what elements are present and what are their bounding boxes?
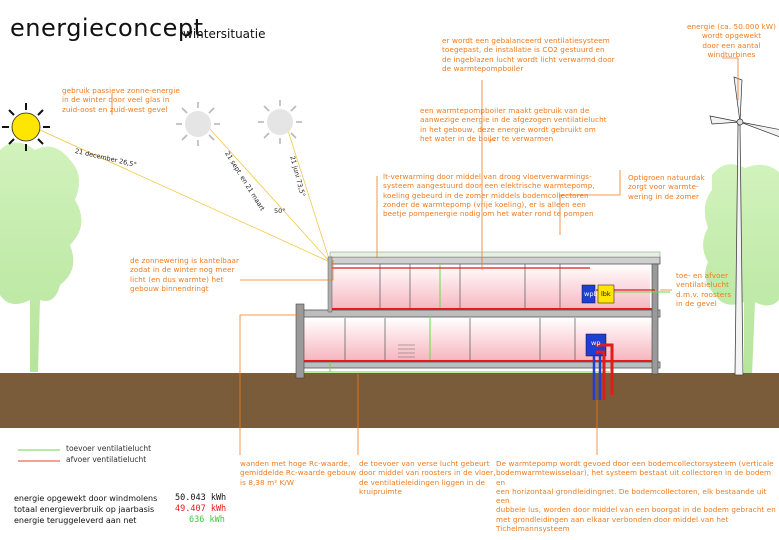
annotation-ground-collector: De warmtepomp wordt gevoed door een bode… (496, 459, 776, 534)
stat-value-consumption: 49.407 kWh (175, 504, 227, 514)
label-wpb: wpb (584, 290, 598, 298)
wind-turbine-icon (709, 76, 779, 376)
annotation-wind: energie (ca. 50.000 kW) wordt opgewekt d… (687, 22, 777, 59)
page-title: energieconcept (10, 14, 204, 42)
annotation-floor-heating: lt-verwarming door middel van droog vloe… (383, 172, 595, 219)
annotation-passive-solar: gebruik passieve zonne-energie in de win… (62, 86, 180, 114)
sun-angle-september-degrees: 50° (274, 207, 286, 215)
tree-icon (0, 142, 82, 372)
grey-sun-icon (258, 100, 302, 144)
annotation-walls: wanden met hoge Rc-waarde, gemiddelde Rc… (240, 459, 357, 487)
stat-label-returned: energie teruggeleverd aan net (14, 516, 137, 525)
sun-ray-lines (39, 114, 331, 263)
equipment-boxes (581, 284, 615, 400)
legend-supply: toevoer ventilatielucht (66, 444, 152, 453)
annotation-heatpump-boiler: een warmtepompboiler maakt gebruik van d… (420, 106, 607, 143)
legend-exhaust: afvoer ventilatielucht (66, 455, 147, 464)
annotation-green-roof: Optigroen natuurdak zorgt voor warmte- w… (628, 173, 705, 201)
ground (0, 373, 779, 428)
stat-value-generated: 50.043 kWh (175, 493, 227, 503)
building-section (295, 251, 661, 400)
page-subtitle: wintersituatie (183, 27, 266, 41)
annotation-sunshade: de zonnewering is kantelbaar zodat in de… (130, 256, 240, 293)
stat-label-generated: energie opgewekt door windmolens (14, 494, 158, 503)
label-lbk: lbk (601, 290, 611, 298)
label-wp: wp (591, 339, 601, 347)
annotation-vent-supply: toe- en afvoer ventilatielucht d.m.v. ro… (676, 271, 732, 308)
annotation-leaders (111, 57, 739, 455)
stat-value-returned: 636 kWh (189, 515, 225, 525)
stat-label-consumption: totaal energieverbruik op jaarbasis (14, 505, 155, 514)
annotation-fresh-air: de toevoer van verse lucht gebeurt door … (359, 459, 496, 496)
sun-icon (2, 103, 50, 151)
annotation-ventilation-system: er wordt een gebalanceerd ventilatiesyst… (442, 36, 615, 73)
grey-sun-icon (176, 102, 220, 146)
